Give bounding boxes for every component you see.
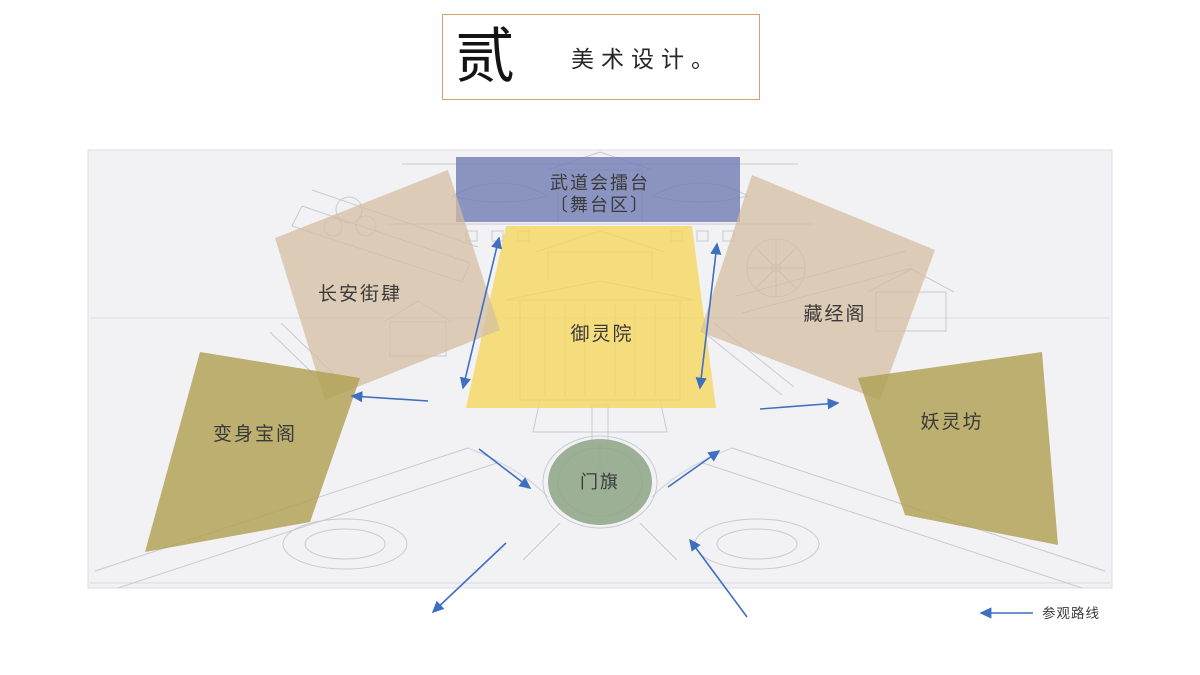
route-arrow (431, 542, 507, 614)
route-arrow (459, 236, 503, 390)
route-arrow (695, 242, 722, 390)
zone-flag-label: 门旗 (580, 472, 620, 492)
zone-workshop (858, 352, 1058, 545)
zone-stage (456, 157, 740, 222)
route-arrow (667, 450, 721, 488)
zone-street-label: 长安街肆 (318, 283, 402, 305)
route-arrow (689, 538, 748, 618)
zone-stage-sublabel: 〔舞台区〕 (550, 195, 650, 215)
zone-flag (548, 439, 652, 525)
zone-pavilion (700, 175, 935, 400)
route-legend: 参观路线 (979, 605, 1100, 621)
zone-courtyard-label: 御灵院 (570, 323, 633, 345)
zone-transform (145, 352, 360, 552)
section-header: 贰 美术设计。 (442, 14, 760, 100)
route-arrows (350, 236, 840, 618)
route-arrow (350, 391, 429, 403)
zone-courtyard (466, 226, 716, 408)
zone-street (275, 170, 500, 400)
ramp-curves (467, 447, 733, 498)
zone-workshop-label: 妖灵坊 (920, 411, 983, 433)
zone-pavilion-label: 藏经阁 (803, 303, 866, 325)
zone-transform-label: 变身宝阁 (213, 423, 297, 445)
zone-labels: 武道会擂台 〔舞台区〕 长安街肆 御灵院 藏经阁 变身宝阁 妖灵坊 门旗 (213, 173, 983, 492)
zone-stage-label: 武道会擂台 (550, 173, 650, 193)
zones (145, 157, 1058, 552)
section-title: 美术设计。 (571, 46, 721, 72)
section-number: 贰 (455, 24, 515, 90)
route-legend-label: 参观路线 (1042, 605, 1100, 621)
route-arrow (759, 398, 840, 410)
route-arrow (478, 448, 532, 489)
